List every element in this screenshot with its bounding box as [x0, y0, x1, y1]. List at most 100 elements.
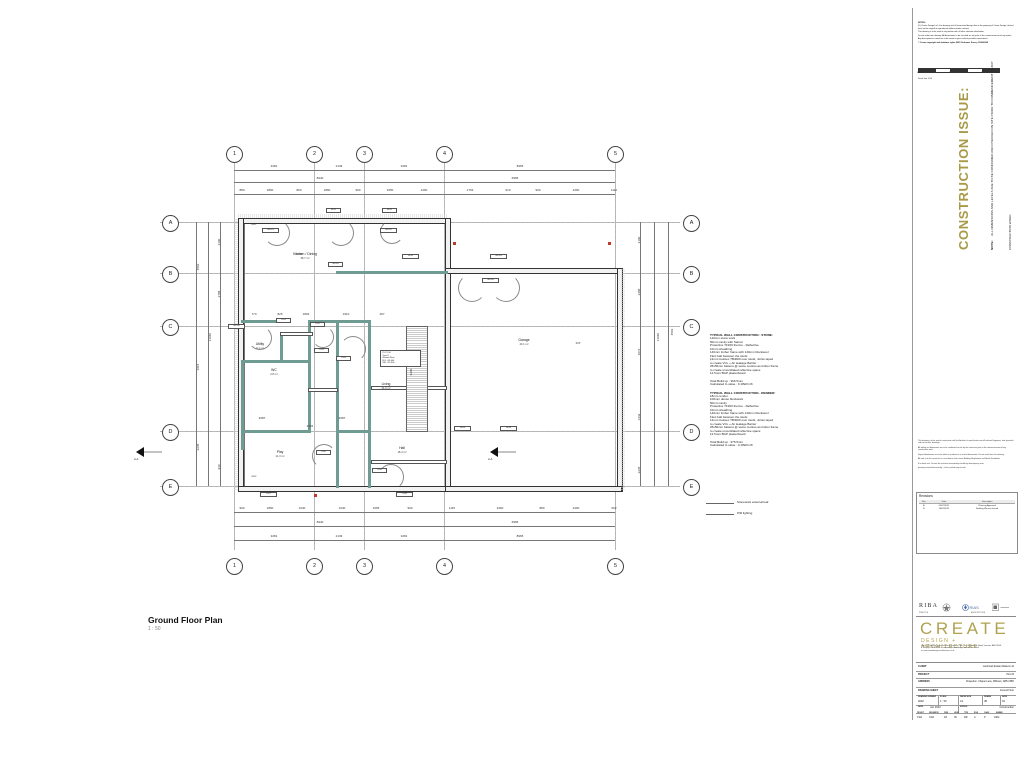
description-cell: Planning Approved [978, 504, 996, 507]
tag-door[interactable]: WD-03 [490, 254, 508, 260]
internal-wall-timber-8 [336, 320, 339, 488]
accreditation-right-caption: ARCHITECTURE [971, 612, 986, 614]
revisions-title: Revisions [919, 494, 933, 498]
render-note-line: 18mm render [710, 393, 728, 398]
dim-bottom-inner: 1665 [372, 506, 380, 510]
marker-service-red [314, 494, 317, 497]
dim-bottom-inner: 1040 [298, 506, 306, 510]
tag-door[interactable]: WD-02 [380, 228, 398, 234]
tag-door[interactable]: D-01 [276, 318, 292, 324]
section-label-left: A-A [134, 458, 139, 461]
dim-bottom-inner: 900 [239, 506, 245, 510]
grid-bubble-left-d[interactable]: D [162, 424, 179, 441]
room-label-garage: Garage 40.1 m² [518, 338, 530, 346]
plot-info-box: PLOT 04 Type D Ground Floor FFL +99.400 … [380, 350, 421, 367]
dwg-no-value: 0002 [918, 699, 924, 703]
stone-notes-heading: TYPICAL WALL CONSTRUCTION : STONE: [710, 333, 773, 337]
grid-bubble-bottom-4[interactable]: 4 [436, 558, 453, 575]
dim-bottom-mid: 8940 [316, 520, 324, 524]
dim-bottom-inner: 1040 [338, 506, 346, 510]
drawing-title: Ground Floor Plan 1 : 50 [148, 615, 223, 632]
render-note-line: 12mm Celotex TB4000 over studs, Joints t… [710, 418, 774, 422]
client-value: Landmark Estate Masters Ltd [982, 665, 1014, 668]
dim-interior: 3087 [338, 416, 346, 420]
internal-wall-timber-6 [308, 320, 311, 364]
tag-window[interactable]: W-03 [454, 426, 472, 432]
tag-door[interactable]: WD-05 [328, 262, 344, 268]
grid-bubble-top-3[interactable]: 3 [356, 146, 373, 163]
scale-tick: 4 [981, 71, 983, 74]
grid-bubble-right-c[interactable]: C [683, 319, 700, 336]
arb-badge [992, 603, 1009, 611]
tag-door[interactable]: D-03 [314, 348, 330, 354]
door-swing-arc [458, 274, 486, 302]
grid-bubble-top-5[interactable]: 5 [607, 146, 624, 163]
tag-window[interactable]: W-05 [402, 254, 420, 260]
tag-door[interactable]: D-07 [260, 492, 278, 498]
partition-2 [308, 388, 338, 392]
wall-south-house [238, 486, 450, 492]
dim-bottom-inner: 880 [539, 506, 545, 510]
gridline-5 [615, 150, 616, 550]
dim-interior: 2001 [306, 424, 314, 428]
stone-note-line: 50mm cavity with Sarnar [710, 339, 743, 344]
section-marker-1[interactable] [134, 444, 164, 465]
grid-bubble-top-1[interactable]: 1 [226, 146, 243, 163]
internal-wall-timber-4 [241, 430, 311, 433]
panel-legal-notes: This drawing is to be read in conjunctio… [918, 440, 1014, 472]
dim-top-outer: 3281 [400, 164, 408, 168]
grid-bubble-right-d[interactable]: D [683, 424, 700, 441]
grid-bubble-right-b[interactable]: B [683, 266, 700, 283]
grid-bubble-left-a[interactable]: A [162, 215, 179, 232]
date-cell: 02/07/2021 [938, 504, 950, 507]
copyright-line: (C) Create Design Ltd - this drawing and… [918, 25, 1014, 30]
dim-top-inner: 1860 [323, 188, 331, 192]
grid-bubble-bottom-5[interactable]: 5 [607, 558, 624, 575]
tag-window[interactable]: W-02 [382, 208, 398, 214]
grid-bubble-top-4[interactable]: 4 [436, 146, 453, 163]
dim-left-inner: 2100 [217, 238, 221, 246]
tag-door[interactable]: WD-04 [482, 278, 500, 284]
dim-right-outer: 11040 [656, 332, 660, 342]
render-note-line: to create VCL + Air leakage Barrier [710, 421, 757, 426]
copyright-line: Do not scale from drawing. All dimension… [918, 34, 1012, 37]
grid-bubble-left-e[interactable]: E [162, 479, 179, 496]
section-marker-2[interactable] [488, 444, 518, 465]
dim-bottom-inner: 1115 [448, 506, 456, 510]
tag-window[interactable]: W-04 [500, 426, 518, 432]
table-row[interactable]: B 18/01/2022 Building Warrant Issued [919, 507, 1015, 510]
tag-door[interactable]: D-06 [372, 468, 388, 474]
date2-label: DATE [918, 706, 924, 708]
dim-left-outer: 3615 [196, 363, 200, 371]
grid-bubble-left-c[interactable]: C [162, 319, 179, 336]
grid-bubble-left-b[interactable]: B [162, 266, 179, 283]
dim-left-inner: 2788 [217, 290, 221, 298]
room-label-hall: Hall 18.4 m² [397, 446, 407, 454]
tag-door[interactable]: D-04 [336, 356, 352, 362]
grid-bubble-bottom-1[interactable]: 1 [226, 558, 243, 575]
leader-label-pir: PIR lighting [737, 511, 753, 515]
dim-top-inner: 1260 [420, 188, 428, 192]
date2-value: Jan 2022 [930, 705, 941, 709]
tag-door[interactable]: WD-06 [228, 324, 246, 330]
render-note-line: 12.5mm BGP plasterboard [710, 432, 746, 436]
table-row[interactable]: A 02/07/2021 Planning Approved [919, 504, 1015, 508]
tag-window[interactable]: W-01 [326, 208, 342, 214]
dim-top-inner: 860 [296, 188, 302, 192]
grid-bubble-top-2[interactable]: 2 [306, 146, 323, 163]
tag-door[interactable]: D-05 [316, 450, 332, 456]
tag-door[interactable]: WD-01 [262, 228, 280, 234]
grid-bubble-bottom-3[interactable]: 3 [356, 558, 373, 575]
tag-door[interactable]: D-08 [396, 492, 414, 498]
grid-bubble-right-e[interactable]: E [683, 479, 700, 496]
dim-top-outer: 8965 [516, 164, 524, 168]
stone-note-line: Flexi batt between the studs [710, 353, 748, 358]
date-label: DATE [1002, 695, 1008, 698]
dim-top-inner: 1112 [610, 188, 618, 192]
dim-right-inner: 1074 [637, 348, 641, 356]
dim-left-inner: 940 [217, 464, 221, 470]
grid-bubble-right-a[interactable]: A [683, 215, 700, 232]
tag-door[interactable]: D-02 [310, 322, 326, 328]
grid-bubble-bottom-2[interactable]: 2 [306, 558, 323, 575]
dim-bottom-outer: 2139 [335, 534, 343, 538]
